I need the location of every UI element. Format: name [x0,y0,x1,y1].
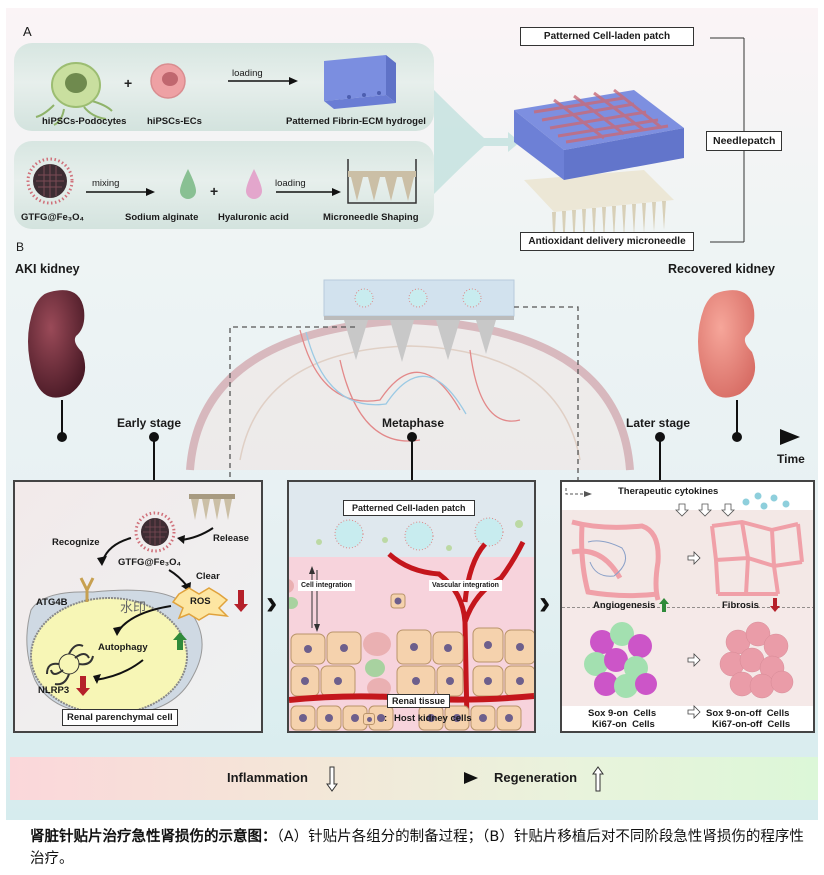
host-kidney-cells-label: Host kidney cells [394,713,472,724]
clear-label: Clear [196,571,220,582]
hydrogel-block-icon [324,55,396,109]
hyaluronic-acid-drop-icon [246,169,262,199]
needlepatch-assembly [434,37,745,252]
ros-label: ROS [190,596,211,607]
loading-label-2: loading [275,178,306,189]
endothelial-cell-icon [150,63,186,99]
figure-caption: 肾脏针贴片治疗急性肾损伤的示意图：（A）针贴片各组分的制备过程；（B）针贴片移植… [30,826,810,870]
regeneration-up-arrow-icon [592,766,604,792]
recognize-label: Recognize [52,537,100,548]
panel-a-label: A [23,24,32,39]
panel-a-row-microneedle [14,141,434,229]
implant-site-illustration [186,315,634,471]
gtfg-label: GTFG@Fe₃O₄ [21,212,85,223]
stage-metaphase-label: Metaphase [382,416,445,430]
needlepatch-label-box: Needlepatch [706,131,783,151]
ki67-after-label: Ki67-on-off Cells [712,719,791,730]
ki67-before-label: Ki67-on Cells [592,719,655,730]
sox-arrow-icon [687,705,701,719]
implanted-needlepatch-icon [323,279,515,362]
aki-kidney-icon [28,290,86,398]
atg4b-label: ATG4B [36,597,68,608]
cytokines-label: Therapeutic cytokines [618,486,719,497]
uniform-cell-cluster [719,621,794,699]
patch-label-box: Patterned Cell-laden patch [520,27,694,46]
chevron-right-icon-2: › [539,584,551,622]
ros-burst-icon [171,587,230,621]
cell-integration-label: Cell integration [298,580,355,591]
later-arrow-icon-2 [687,653,701,667]
gtfg-nanoparticle-icon [134,511,176,553]
fibrosis-down-arrow-icon [770,598,780,612]
row2-illustration: + [26,157,417,205]
sox9-after-label: Sox 9-on-off Cells [706,708,790,719]
plus-sign: + [124,75,132,91]
early-stage-illustration [26,494,248,715]
stage-early-label: Early stage [117,416,182,430]
sodium-alginate-drop-icon [180,169,196,199]
mixing-label: mixing [92,178,120,189]
fibrosis-label: Fibrosis [722,600,759,611]
podocyte-cell-icon [35,62,113,126]
microneedle-mold-icon [347,159,417,204]
caption-title: 肾脏针贴片治疗急性肾损伤的示意图： [30,829,277,845]
progress-arrow-icon [350,772,478,784]
timeline-arrowhead [780,429,800,445]
sodium-alginate-label: Sodium alginate [125,212,199,223]
inflammation-down-arrow-icon [326,766,338,792]
watermark-text: 水印 [120,601,147,616]
nlrp3-label: NLRP3 [38,685,70,696]
chevron-right-icon: › [266,584,278,622]
nanoparticle-icon [26,157,74,205]
regeneration-label: Regeneration [494,770,578,785]
metaphase-illustration [289,482,534,731]
metaphase-patch-label-box: Patterned Cell-laden patch [343,500,475,516]
angiogenesis-up-arrow-icon [659,598,669,612]
healthy-vessel-network [710,519,804,596]
microneedle-label-box: Antioxidant delivery microneedle [520,232,694,251]
stage-later-label: Later stage [626,416,691,430]
vessel-branch [387,540,526,723]
hydrogel-label: Patterned Fibrin-ECM hydrogel [286,116,426,127]
atg4b-receptor-icon [79,577,95,602]
autophagy-label: Autophagy [98,642,148,653]
ecs-label: hiPSCs-ECs [147,116,202,127]
sox9-before-label: Sox 9-on Cells [588,708,657,719]
merge-arrow-icon [434,90,520,194]
timeline-and-kidneys [28,279,800,485]
autophagy-up-arrow-icon [173,632,187,650]
cell-body [26,589,203,715]
microneedle-base [524,170,674,252]
aki-kidney-label: AKI kidney [15,262,80,276]
release-label: Release [213,533,249,544]
plus-sign-2: + [210,183,218,199]
later-stage-illustration [562,488,813,719]
panel-b-label: B [16,240,25,254]
microneedle-shaping-label: Microneedle Shaping [323,212,419,223]
cell-laden-patch-block [514,88,684,180]
time-axis-label: Time [777,452,805,466]
renal-cell-label-box: Renal parenchymal cell [62,709,178,726]
row1-illustration: + [35,55,396,126]
legend-separator: : [384,713,388,724]
recovered-kidney-icon [698,290,756,398]
inflammation-label: Inflammation [227,770,308,785]
ros-down-arrow-icon [234,590,248,612]
gtfg-early-label: GTFG@Fe₃O₄ [118,557,182,568]
mixed-cell-cluster [584,622,657,698]
release-needle-icon [189,494,235,520]
integrated-patch-cells [363,632,391,698]
angiogenesis-label: Angiogenesis [593,600,656,611]
hyaluronic-acid-label: Hyaluronic acid [218,212,289,223]
autophagosome-icon [46,644,94,686]
nlrp3-down-arrow-icon [76,676,90,696]
recovered-kidney-label: Recovered kidney [668,262,775,276]
renal-tissue-label-box: Renal tissue [387,694,451,708]
later-arrow-icon [687,551,701,565]
loading-label-1: loading [232,68,263,79]
podocytes-label: hiPSCs-Podocytes [42,116,127,127]
caption-text: （A）针贴片各组分的制备过程；（B）针贴片移植后对不同阶段急性肾损伤的程序性治疗… [30,829,804,867]
vascular-integration-label: Vascular integration [429,580,502,591]
host-cell-legend-icon [363,713,375,725]
